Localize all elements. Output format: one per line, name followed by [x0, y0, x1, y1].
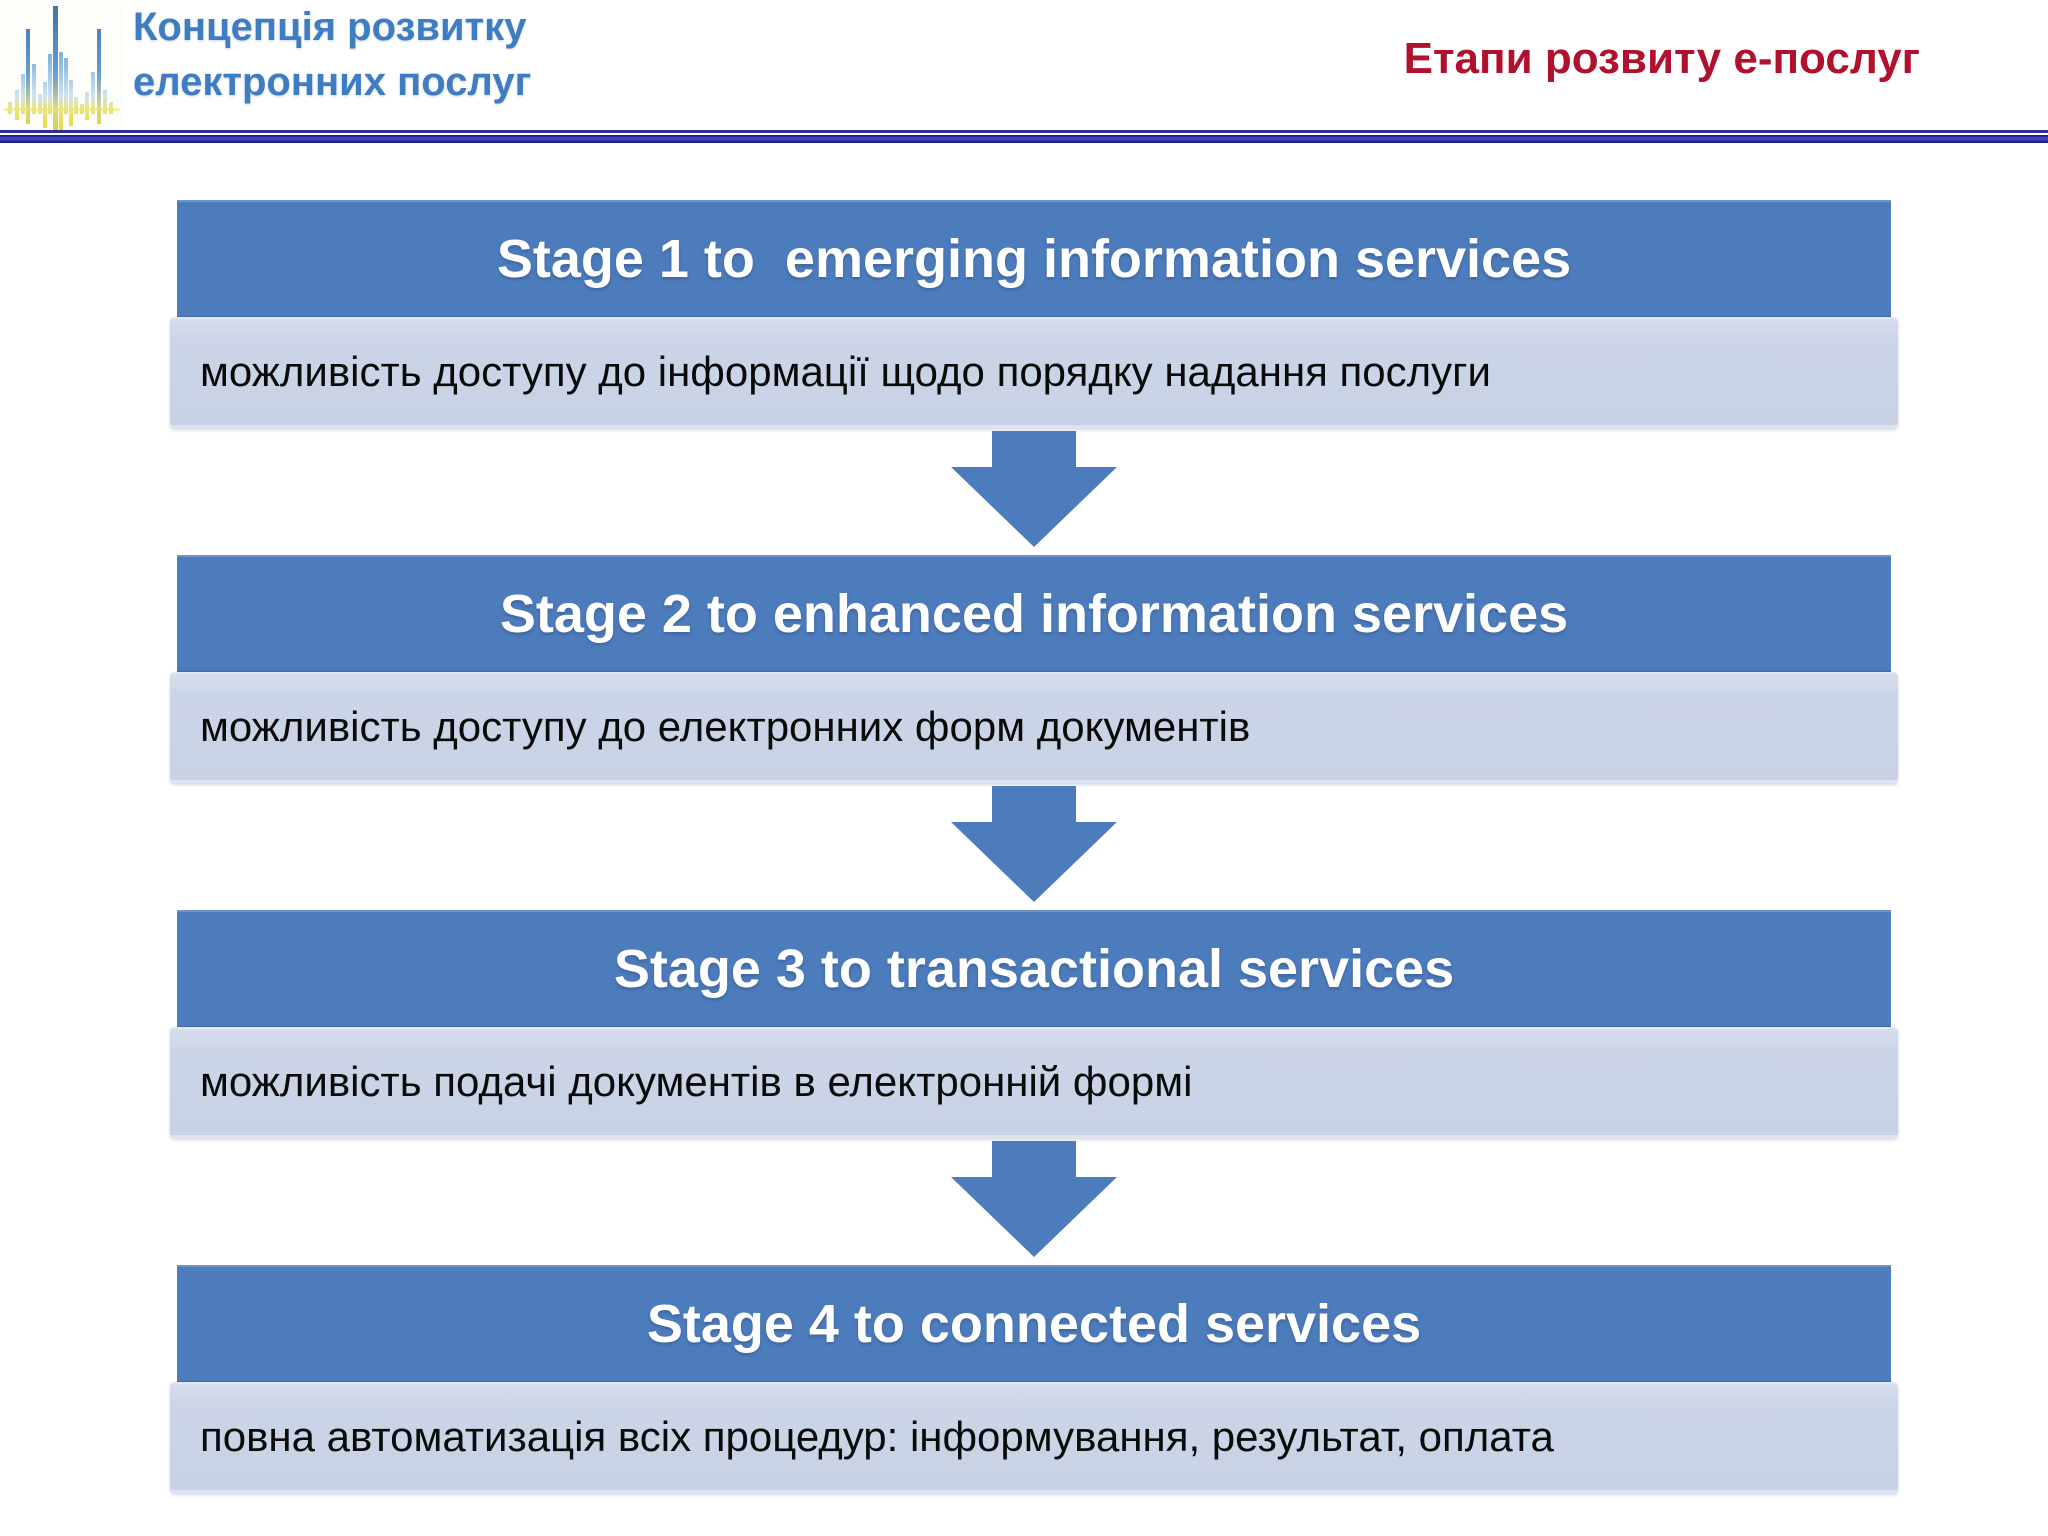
header-divider-thin: [0, 130, 2048, 133]
page-title: Етапи розвиту е-послуг: [1403, 34, 1920, 83]
slide-subtitle-line2: електронних послуг: [133, 60, 532, 104]
stage-3-description: можливість подачі документів в електронн…: [200, 1058, 1193, 1105]
down-arrow-icon: [951, 1141, 1117, 1257]
equalizer-trident-logo-icon: [2, 2, 124, 138]
stage-1-description: можливість доступу до інформації щодо по…: [200, 348, 1491, 395]
stage-block-4: Stage 4 to connected services повна авто…: [170, 1265, 1898, 1493]
slide-subtitle: Концепція розвитку електронних послуг: [133, 0, 531, 110]
stage-1-header: Stage 1 to emerging information services: [177, 200, 1891, 317]
stage-1-description-bar: можливість доступу до інформації щодо по…: [170, 317, 1898, 428]
stage-4-description-bar: повна автоматизація всіх процедур: інфор…: [170, 1382, 1898, 1493]
stage-block-3: Stage 3 to transactional services можлив…: [170, 910, 1898, 1138]
down-arrow-icon: [951, 786, 1117, 902]
header-divider-thick: [0, 135, 2048, 143]
stage-3-header: Stage 3 to transactional services: [177, 910, 1891, 1027]
stage-3-description-bar: можливість подачі документів в електронн…: [170, 1027, 1898, 1138]
stage-4-header: Stage 4 to connected services: [177, 1265, 1891, 1382]
stage-2-description: можливість доступу до електронних форм д…: [200, 703, 1251, 750]
stage-2-header: Stage 2 to enhanced information services: [177, 555, 1891, 672]
slide-subtitle-line1: Концепція розвитку: [133, 5, 527, 49]
down-arrow-icon: [951, 431, 1117, 547]
stage-2-title: Stage 2 to enhanced information services: [499, 583, 1569, 644]
arrow-row-3: [177, 1138, 1891, 1265]
stage-3-title: Stage 3 to transactional services: [613, 938, 1455, 999]
stage-4-title: Stage 4 to connected services: [646, 1293, 1422, 1354]
stage-4-description: повна автоматизація всіх процедур: інфор…: [200, 1413, 1554, 1460]
stage-2-description-bar: можливість доступу до електронних форм д…: [170, 672, 1898, 783]
stage-block-2: Stage 2 to enhanced information services…: [170, 555, 1898, 783]
arrow-row-1: [177, 428, 1891, 555]
arrow-row-2: [177, 783, 1891, 910]
stages-flow: Stage 1 to emerging information services…: [170, 200, 1898, 1493]
stage-1-title: Stage 1 to emerging information services: [496, 228, 1572, 289]
stage-block-1: Stage 1 to emerging information services…: [170, 200, 1898, 428]
